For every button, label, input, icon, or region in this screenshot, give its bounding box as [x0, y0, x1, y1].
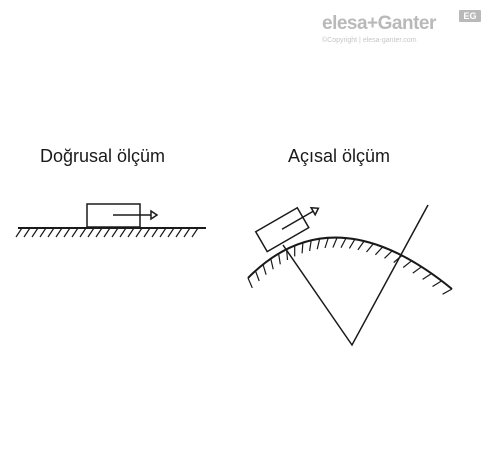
hatch-mark — [159, 227, 167, 238]
hatch-mark — [127, 227, 135, 238]
hatch-mark — [340, 237, 347, 248]
hatch-mark — [412, 266, 422, 274]
logo-wordmark: elesa+Ganter — [322, 13, 436, 34]
hatch-mark — [167, 227, 175, 238]
logo-badge: EG — [459, 10, 481, 22]
hatch-mark — [374, 246, 384, 256]
hatch-mark — [31, 227, 39, 238]
hatch-mark — [309, 240, 312, 252]
linear-measurement-figure — [15, 203, 206, 238]
hatch-mark — [63, 227, 71, 238]
hatch-mark — [111, 227, 119, 238]
linear-measurement-label: Doğrusal ölçüm — [40, 146, 166, 166]
hatch-mark — [384, 250, 393, 259]
angular-arc-hatching — [247, 237, 453, 295]
hatch-mark — [270, 258, 274, 270]
angular-sensor-block — [254, 206, 320, 253]
angular-measurement-figure — [247, 204, 453, 347]
hatch-mark — [432, 280, 443, 288]
hatch-mark — [119, 227, 127, 238]
hatch-mark — [442, 288, 453, 295]
hatch-mark — [348, 238, 356, 249]
linear-arrow-head — [150, 209, 159, 221]
hatch-mark — [103, 227, 111, 238]
hatch-mark — [366, 243, 374, 253]
brand-logo: elesa+Ganter EG ©Copyright | elesa-gante… — [318, 10, 488, 54]
hatch-mark — [191, 227, 199, 238]
hatch-mark — [402, 260, 412, 268]
copyright-text: ©Copyright | elesa-ganter.com — [322, 37, 417, 44]
hatch-mark — [183, 227, 191, 238]
hatch-mark — [357, 240, 365, 251]
hatch-mark — [278, 253, 281, 265]
angular-measurement-label: Açısal ölçüm — [288, 146, 391, 166]
hatch-mark — [247, 277, 253, 289]
hatch-mark — [23, 227, 31, 238]
hatch-mark — [262, 264, 267, 275]
hatch-mark — [254, 270, 260, 282]
hatch-mark — [332, 237, 338, 248]
hatch-mark — [324, 237, 329, 249]
hatch-mark — [151, 227, 159, 238]
hatch-mark — [39, 227, 47, 238]
hatch-mark — [316, 238, 321, 250]
hatch-mark — [175, 227, 183, 238]
hatch-mark — [301, 242, 304, 254]
hatch-mark — [47, 227, 55, 238]
hatch-mark — [95, 227, 103, 238]
hatch-mark — [79, 227, 87, 238]
angular-v-lines — [282, 204, 429, 347]
angular-arc-surface — [247, 236, 453, 290]
hatch-mark — [71, 227, 79, 238]
hatch-mark — [143, 227, 151, 238]
linear-surface-hatching — [15, 227, 199, 238]
hatch-mark — [135, 227, 143, 238]
hatch-mark — [15, 227, 23, 238]
hatch-mark — [422, 272, 432, 280]
hatch-mark — [55, 227, 63, 238]
hatch-mark — [87, 227, 95, 238]
